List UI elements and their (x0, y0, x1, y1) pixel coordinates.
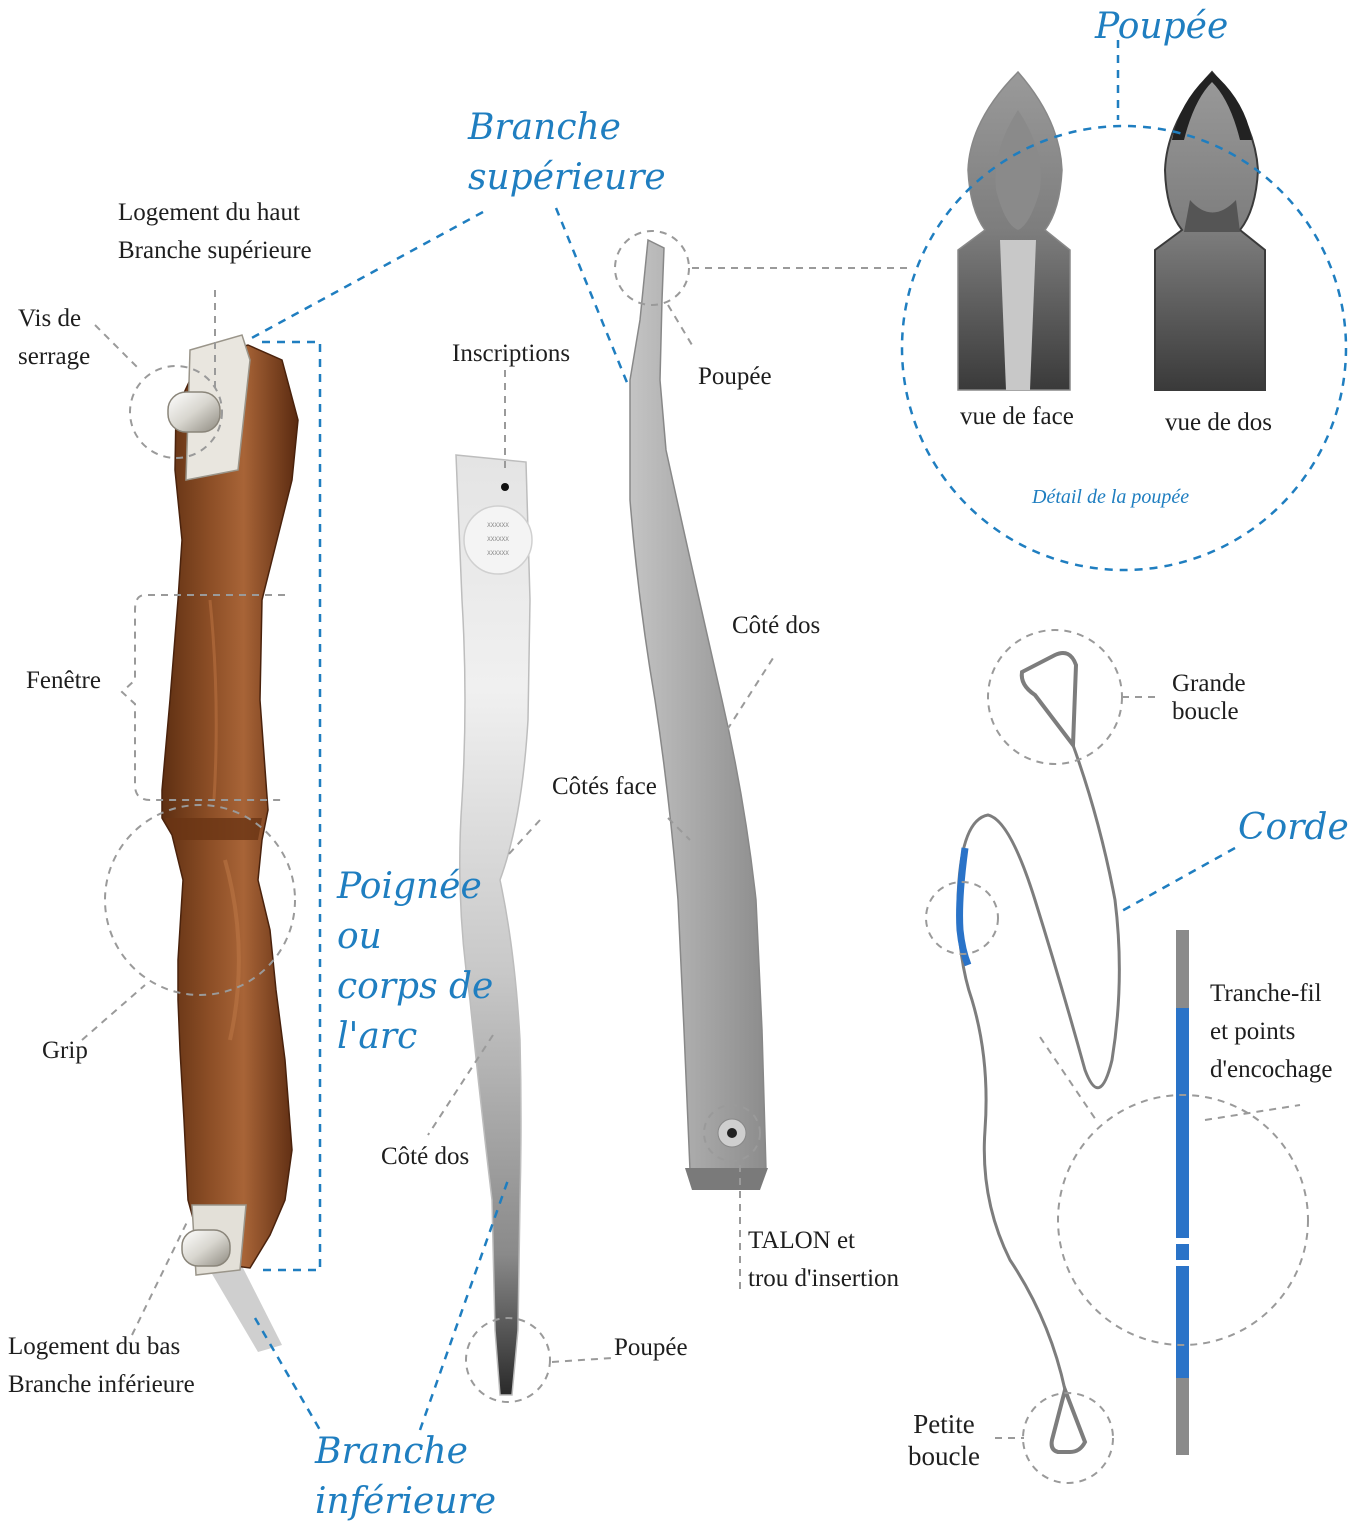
guide-circle-large-loop (988, 630, 1122, 764)
label-fenetre: Fenêtre (26, 662, 101, 700)
svg-text:XXXXXX: XXXXXX (487, 550, 509, 557)
label-cote-dos-lower: Côté dos (381, 1138, 469, 1176)
string-title-leader (1120, 848, 1235, 912)
label-tranche-fil: Tranche-fil et points d'encochage (1210, 975, 1333, 1089)
svg-text:XXXXXX: XXXXXX (487, 536, 509, 543)
label-vue-de-face: vue de face (960, 398, 1074, 436)
label-poupee-lower: Poupée (614, 1329, 688, 1367)
nocking-point-marker-2 (1174, 1260, 1191, 1266)
upper-clamp-screw-icon (168, 392, 220, 432)
lower-clamp-screw-icon (182, 1230, 230, 1266)
label-cote-dos-upper: Côté dos (732, 607, 820, 645)
title-poupee: Poupée (1095, 2, 1228, 52)
lower-limb-leader (255, 1318, 320, 1430)
label-inscriptions: Inscriptions (452, 335, 570, 373)
label-vis-de-serrage: Vis de serrage (18, 300, 90, 376)
string-line (958, 745, 1119, 1390)
label-poupee-upper: Poupée (698, 358, 772, 396)
nocking-point-marker-1 (1174, 1238, 1191, 1244)
limb-tip-hole (501, 483, 509, 491)
label-vue-de-dos: vue de dos (1165, 404, 1272, 442)
guide-circle-small-loop (1023, 1393, 1113, 1483)
serving-blue-section (1176, 1008, 1189, 1378)
label-logement-bas: Logement du bas Branche inférieure (8, 1328, 195, 1404)
title-corde: Corde (1238, 803, 1349, 853)
lower-limb-stub (205, 1262, 282, 1352)
label-grande-boucle: Grande boucle (1172, 670, 1246, 726)
label-logement-haut: Logement du haut Branche supérieure (118, 194, 312, 270)
label-petite-boucle: Petite boucle (908, 1408, 980, 1472)
title-poignee: Poignée ou corps de l'arc (337, 862, 493, 1062)
label-grip: Grip (42, 1032, 88, 1070)
caption-detail-poupee: Détail de la poupée (1032, 486, 1189, 509)
nock-detail (958, 72, 1265, 390)
string-small-loop (1052, 1390, 1085, 1452)
string-large-loop (1022, 653, 1076, 745)
title-branche-inferieure: Branche inférieure (315, 1427, 496, 1527)
limb-inscription-text: XXXXXX (487, 522, 509, 529)
string (958, 653, 1191, 1455)
label-cotes-face: Côtés face (552, 768, 657, 806)
string-center-serving (960, 848, 968, 965)
label-talon: TALON et trou d'insertion (748, 1222, 899, 1298)
title-branche-superieure: Branche supérieure (468, 103, 666, 203)
